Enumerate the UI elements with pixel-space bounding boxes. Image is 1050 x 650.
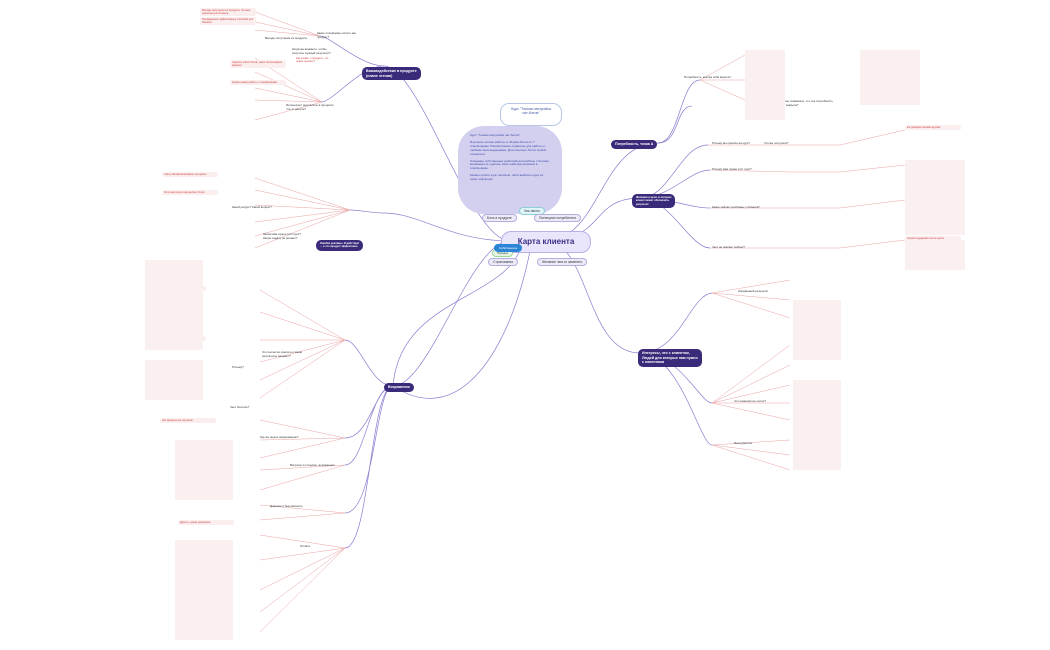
- branch-why-came[interactable]: Почему вы пришли на курс?: [712, 141, 751, 145]
- notes-stack-right-3: [860, 50, 920, 105]
- note-promotion: Продвижение эффективных способов для биз…: [200, 17, 256, 26]
- notes-stack-right-7: [905, 240, 965, 270]
- branch-whats-missing[interactable]: Чего не хватает сейчас?: [712, 245, 745, 249]
- branch-platforms[interactable]: Какие платформы хотите мы продукт?: [317, 31, 356, 39]
- course-title-card[interactable]: Курс "Тонкая настройка чат-ботов": [500, 103, 562, 126]
- branch-business-problems[interactable]: Какие сейчас проблемы у бизнеса?: [712, 205, 760, 209]
- checklist-pill[interactable]: Чек-листы: [519, 207, 545, 215]
- topic-ad-error[interactable]: Ошибка рекламы. И действует ... и что пр…: [316, 240, 364, 251]
- branch-payment[interactable]: Оплата: [300, 544, 310, 548]
- notes-stack-right-5: [905, 160, 965, 205]
- branch-getting-result-note: Как узнают о продукте, что нужно сделать…: [296, 57, 329, 64]
- own-pill[interactable]: Собственное: [494, 244, 523, 252]
- branch-process-results[interactable]: Интересуют результаты в процессе что-то …: [286, 103, 334, 111]
- topic-client-interests[interactable]: Интересы, что с клиентом, Людей для кото…: [638, 349, 702, 367]
- branch-what-got[interactable]: Что вы получили?: [764, 141, 789, 145]
- branch-why-need-course[interactable]: Почему вам нужен этот курс?: [712, 167, 752, 171]
- notes-stack-left-1: [145, 260, 203, 350]
- topic-objections[interactable]: Возражения: [384, 383, 414, 392]
- notes-stack-left-4: [175, 440, 233, 500]
- branch-tools[interactable]: Инструменты: [734, 441, 753, 445]
- notes-stack-right-1: [793, 300, 841, 360]
- info-paragraph-1: Курс "Тонкая настройка чат-ботов": [470, 133, 520, 137]
- consumer-potential-pill[interactable]: Потенциал потребителя: [534, 214, 581, 222]
- note-benefits: Выгоды получения из продукта. Лучшие реш…: [200, 8, 256, 17]
- topic-wishes-goals[interactable]: Желания и цели, в которых клиент может о…: [632, 194, 676, 208]
- pain-product-pill[interactable]: Боль в продукте: [482, 214, 517, 222]
- notes-stack-left-3: [175, 540, 233, 640]
- branch-fears[interactable]: Чего боитесь?: [230, 405, 250, 409]
- topic-need-point-a[interactable]: Потребность, точка А: [611, 140, 658, 149]
- wants-replace-pill[interactable]: Желание чем-то заменить: [537, 258, 588, 266]
- note-no-time: Нет времени на изучение: [160, 418, 216, 424]
- branch-self-vision[interactable]: Потребность, кем вы себя видите?: [684, 75, 731, 79]
- course-info-block: Курс "Тонкая настройка чат-ботов" Изучен…: [458, 126, 562, 214]
- branch-expected-result[interactable]: Ожидаемый результат: [738, 289, 769, 293]
- branch-what-changed[interactable]: Что изменилось после?: [734, 399, 766, 403]
- notes-stack-left-2: [145, 360, 203, 400]
- branch-purchase-questions[interactable]: Вопросы по покупке, возражения: [290, 463, 335, 467]
- notes-stack-right-6: [905, 205, 965, 235]
- branch-need-closed[interactable]: Как вы понимаете, что эта потребность уж…: [780, 99, 833, 107]
- root-label: Карта клиента: [517, 237, 575, 246]
- branch-getting-result[interactable]: Когда вы вникаете, чтобы получить нужный…: [292, 47, 331, 55]
- branch-why[interactable]: Почему?: [232, 365, 244, 369]
- note-own-bots: Сделать своих ботов, умею использовать в…: [230, 60, 286, 69]
- info-paragraph-3: Создание собственных действий для работы…: [470, 158, 550, 171]
- branch-trust-safety[interactable]: Доверие и безопасность: [270, 504, 303, 508]
- notes-stack-right-2: [793, 380, 841, 470]
- note-automation: Смогу автоматизировать процессы: [162, 172, 218, 178]
- note-expensive: Дорого, нужна рассрочка: [178, 520, 234, 526]
- branch-why-course[interactable]: Зачем вам нужен этот курс? Какую задачу …: [263, 232, 301, 240]
- info-paragraph-4: Можно купить курс целиком, либо выбрать …: [470, 173, 544, 182]
- branch-expected-results[interactable]: Что пытается сделать и какие результаты …: [262, 350, 303, 358]
- root-node[interactable]: Карта клиента: [501, 231, 591, 253]
- branch-info-search[interactable]: Где вы ищете информацию?: [260, 435, 299, 439]
- note-no-trust: Не доверяю онлайн-курсам: [905, 125, 961, 131]
- note-platform-skill: Нужен навык работы с платформами: [230, 80, 286, 86]
- notes-stack-right-4: [745, 50, 785, 120]
- note-make-bots: Хочу научиться сам делать ботов: [162, 190, 218, 196]
- topic-product-interaction[interactable]: Взаимодействие в продукте (плане чтения): [362, 67, 421, 81]
- note-support: Нужна поддержка после курса: [905, 236, 961, 242]
- fears-pill[interactable]: Страхования: [488, 258, 518, 266]
- branch-resource-question[interactable]: Какой ресурс? Какой вопрос?: [232, 205, 272, 209]
- info-paragraph-2: Изучение логики работы и сборка ботов по…: [470, 139, 547, 156]
- branch-platforms-child[interactable]: Выгоды получения из продукта: [265, 36, 307, 40]
